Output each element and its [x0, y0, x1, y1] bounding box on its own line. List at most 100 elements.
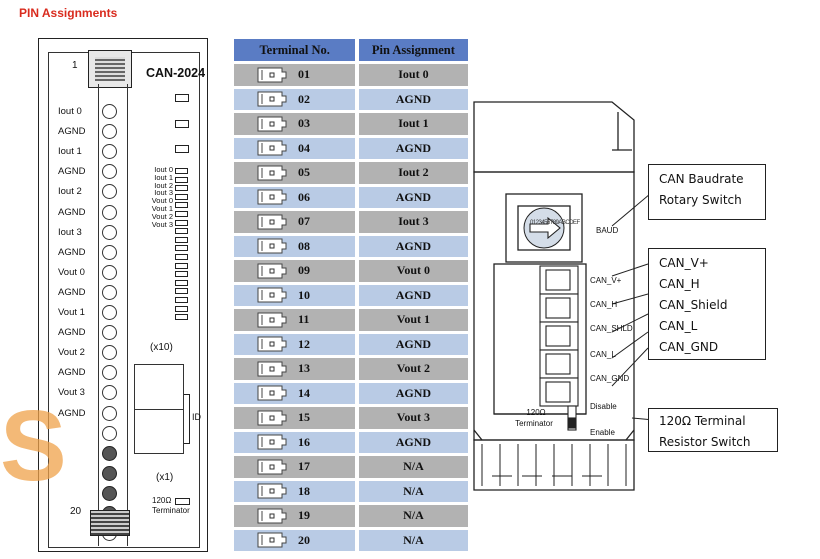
terminal-screw	[102, 425, 117, 441]
x10-label: (x10)	[150, 342, 173, 353]
terminal-number: 14	[288, 382, 356, 404]
led-label: Iout 0	[154, 165, 173, 174]
terminal-label: Iout 0	[58, 106, 82, 117]
terminal-screw	[102, 124, 117, 140]
terminal-rail	[98, 84, 128, 546]
terminal-screw	[102, 445, 117, 461]
port-label: CAN_H	[590, 300, 618, 309]
terminal-block-icon	[257, 214, 287, 230]
channel-led	[175, 228, 188, 235]
terminal-number: 15	[288, 407, 356, 429]
channel-led	[175, 211, 188, 217]
channel-led	[175, 219, 188, 226]
led-label: Vout 3	[151, 219, 173, 229]
terminal-number: 13	[288, 358, 356, 380]
led-label: Vout 1	[151, 203, 173, 213]
callout-signal-line: CAN_Shield	[659, 298, 728, 312]
terminal-label: AGND	[58, 126, 86, 138]
terminal-number: 07	[288, 211, 356, 233]
terminal-block-icon	[257, 189, 287, 205]
terminal-label: AGND	[58, 367, 86, 379]
terminal-label: Vout 2	[58, 347, 85, 359]
callout-signal-line: CAN_H	[659, 277, 700, 291]
terminal-screw	[102, 365, 117, 381]
port-label: CAN_SHLD	[590, 324, 633, 333]
terminal-number: 08	[288, 235, 356, 257]
terminal-screw	[102, 405, 117, 421]
terminal-number: 01	[288, 64, 356, 86]
pin-assignment: Vout 0	[358, 260, 468, 282]
port-label: CAN_V+	[590, 276, 622, 285]
terminal-number: 12	[288, 333, 356, 355]
top-connector	[88, 50, 132, 88]
terminal-icon-cell	[234, 64, 288, 86]
pin-assignment: AGND	[358, 431, 468, 453]
terminal-screw	[102, 325, 117, 341]
pin-assignment: Iout 1	[358, 113, 468, 135]
terminal-number: 02	[288, 88, 356, 110]
device-terminator-line1: 120Ω	[526, 408, 546, 417]
top-terminal-number: 1	[72, 60, 78, 71]
terminal-block-icon	[257, 287, 287, 303]
pin-assignment: N/A	[358, 456, 468, 478]
terminal-icon-cell	[234, 505, 288, 527]
id-label: ID	[192, 412, 201, 422]
terminal-screw	[102, 164, 117, 180]
terminal-icon-cell	[234, 211, 288, 233]
device-terminator-line2: Terminator	[515, 419, 553, 428]
terminal-screw	[102, 144, 117, 160]
pin-assignment: N/A	[358, 505, 468, 527]
terminal-label: AGND	[58, 246, 86, 258]
terminal-icon-cell	[234, 162, 288, 184]
terminal-screw	[102, 305, 117, 320]
terminal-screw	[102, 485, 117, 501]
channel-led	[175, 193, 188, 200]
led-label: Vout 0	[151, 196, 173, 206]
watermark-logo: S	[0, 390, 67, 502]
terminal-icon-cell	[234, 235, 288, 257]
header-pin-assignment: Pin Assignment	[358, 39, 468, 61]
terminal-number: 03	[288, 113, 356, 135]
led-label: Iout 2	[154, 180, 173, 190]
terminal-icon-cell	[234, 260, 288, 282]
terminal-block-icon	[257, 410, 287, 426]
pin-assignment: AGND	[358, 235, 468, 257]
terminal-icon-cell	[234, 382, 288, 404]
terminal-icon-cell	[234, 333, 288, 355]
pin-assignment: N/A	[358, 529, 468, 551]
terminal-number: 09	[288, 260, 356, 282]
channel-led	[175, 236, 188, 243]
terminal-number: 06	[288, 186, 356, 208]
terminal-block-icon	[257, 165, 287, 181]
terminal-screw	[102, 385, 117, 401]
terminal-icon-cell	[234, 529, 288, 551]
terminal-block-icon	[257, 385, 287, 401]
rotary-digits: 0123456789ABCDEF	[530, 220, 580, 226]
terminal-label: AGND	[58, 327, 86, 339]
terminator-label-line1: 120Ω	[152, 496, 172, 505]
terminal-screw	[102, 264, 117, 280]
channel-led	[175, 262, 188, 269]
terminal-icon-cell	[234, 456, 288, 478]
terminal-block-icon	[257, 140, 287, 156]
terminal-screw	[102, 284, 117, 300]
pin-assignment: N/A	[358, 480, 468, 502]
pin-assignment: Iout 3	[358, 211, 468, 233]
disable-label: Disable	[590, 402, 617, 411]
led-label: Vout 2	[151, 211, 173, 221]
terminal-icon-cell	[234, 480, 288, 502]
terminal-number: 04	[288, 137, 356, 159]
terminal-number: 19	[288, 505, 356, 527]
terminal-block-icon	[257, 91, 287, 107]
x1-label: (x1)	[156, 472, 174, 483]
baud-label: BAUD	[596, 226, 619, 235]
